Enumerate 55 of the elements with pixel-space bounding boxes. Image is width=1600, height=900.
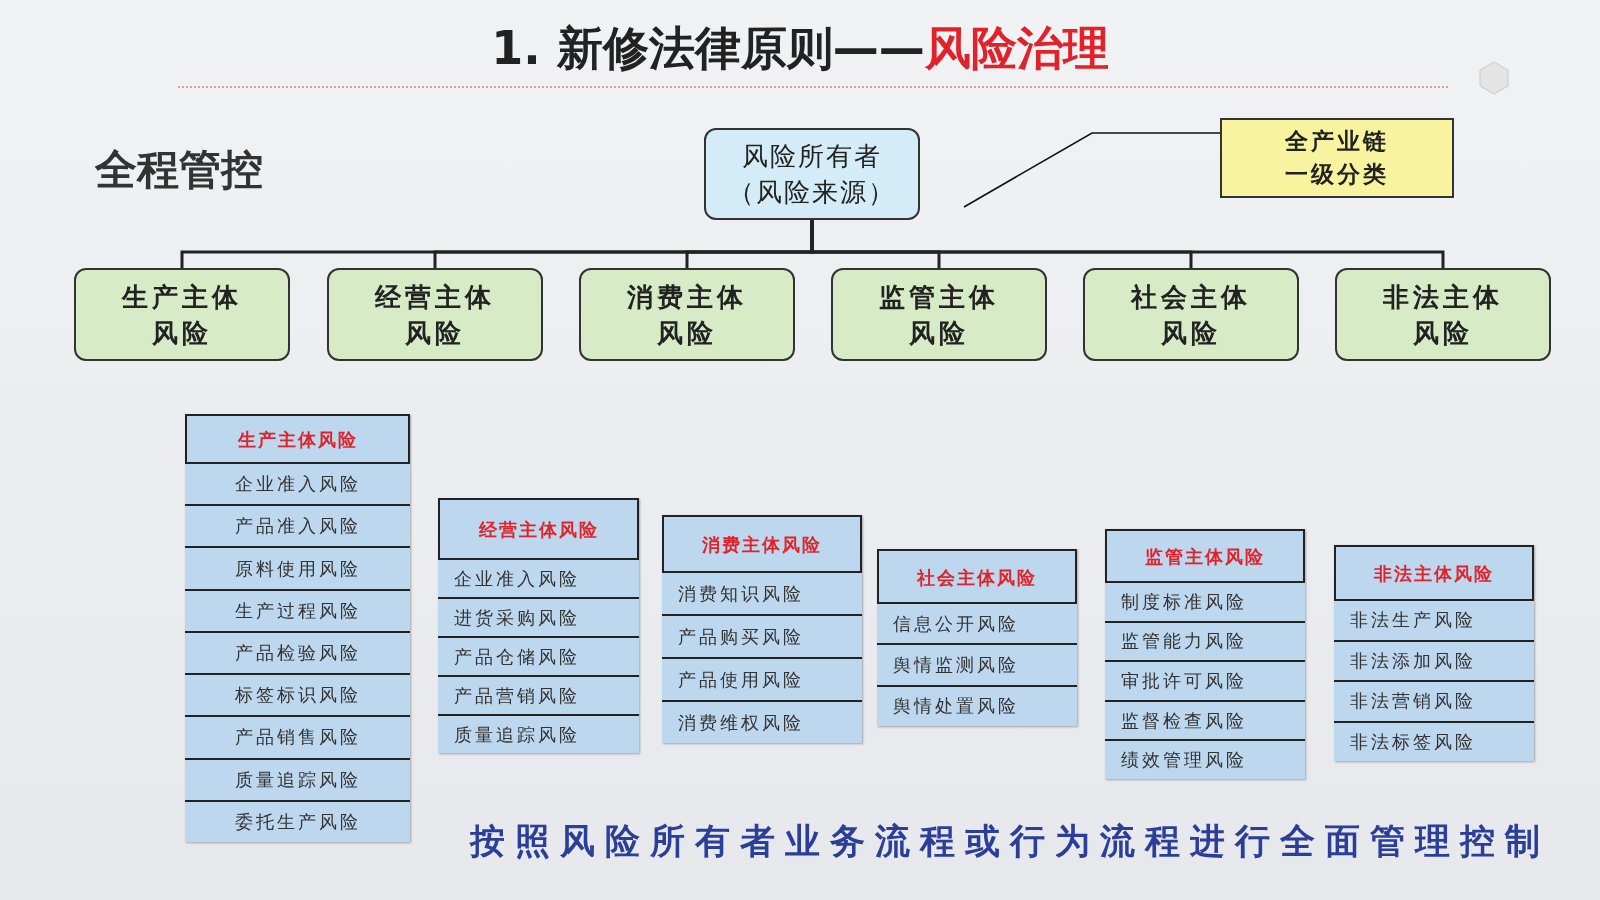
risk-item-cell: 产品营销风险 [438,675,639,714]
risk-item-cell: 消费维权风险 [662,700,862,743]
risk-item-cell: 非法添加风险 [1334,639,1534,680]
risk-item-cell: 质量追踪风险 [438,714,639,753]
risk-table [1334,545,1534,761]
category-box: 生产主体风险 [74,268,290,361]
risk-item-cell: 监督检查风险 [1105,699,1305,740]
risk-item-cell: 绩效管理风险 [1105,739,1305,779]
risk-item-cell: 制度标准风险 [1105,581,1305,621]
risk-table [185,414,410,842]
category-box: 监管主体风险 [831,268,1047,361]
table-heading: 生产主体风险 [236,428,359,452]
leader-line [963,132,1221,208]
risk-item-cell: 非法生产风险 [1334,599,1534,640]
risk-item-cell: 舆情监测风险 [877,643,1077,685]
table-heading: 社会主体风险 [915,565,1038,590]
risk-table [877,549,1077,726]
bottom-caption: 按照风险所有者业务流程或行为流程进行全面管理控制 [470,819,1550,863]
risk-item-cell: 产品检验风险 [185,630,410,674]
risk-item-cell: 消费知识风险 [662,571,862,614]
risk-table [1105,529,1305,779]
risk-item-cell: 产品仓储风险 [438,636,639,675]
risk-item-cell: 信息公开风险 [877,602,1077,644]
risk-item-cell: 舆情处置风险 [877,684,1077,726]
risk-table [438,498,639,753]
note-box: 全产业链一级分类 [1220,118,1454,198]
risk-item-cell: 企业准入风险 [185,462,410,505]
risk-item-cell: 产品销售风险 [185,715,410,758]
section-heading: 全程管控 [95,144,263,196]
table-heading: 非法主体风险 [1373,562,1495,586]
risk-item-cell: 产品购买风险 [662,614,862,657]
category-box: 消费主体风险 [579,268,795,361]
category-box: 非法主体风险 [1335,268,1551,361]
risk-item-cell: 产品使用风险 [662,657,862,700]
risk-item-cell: 非法标签风险 [1334,720,1534,761]
risk-table [662,515,862,743]
category-box: 社会主体风险 [1083,268,1299,361]
risk-item-cell: 生产过程风险 [185,588,410,631]
risk-item-cell: 标签标识风险 [185,673,410,716]
risk-item-cell: 委托生产风险 [185,799,410,842]
root-box: 风险所有者（风险来源） [704,128,920,220]
table-heading: 经营主体风险 [477,518,600,542]
table-heading: 消费主体风险 [701,533,823,557]
slide-title: 1. 新修法律原则—— [491,21,925,75]
risk-item-cell: 审批许可风险 [1105,660,1305,700]
risk-item-cell: 非法营销风险 [1334,680,1534,721]
risk-item-cell: 产品准入风险 [185,504,410,547]
risk-item-cell: 企业准入风险 [438,558,639,597]
risk-item-cell: 监管能力风险 [1105,620,1305,661]
risk-item-cell: 质量追踪风险 [185,757,410,800]
title-highlight: 风险治理 [924,21,1109,75]
table-heading: 监管主体风险 [1144,545,1266,569]
risk-item-cell: 进货采购风险 [438,597,639,636]
category-box: 经营主体风险 [327,268,543,361]
risk-item-cell: 原料使用风险 [185,546,410,589]
